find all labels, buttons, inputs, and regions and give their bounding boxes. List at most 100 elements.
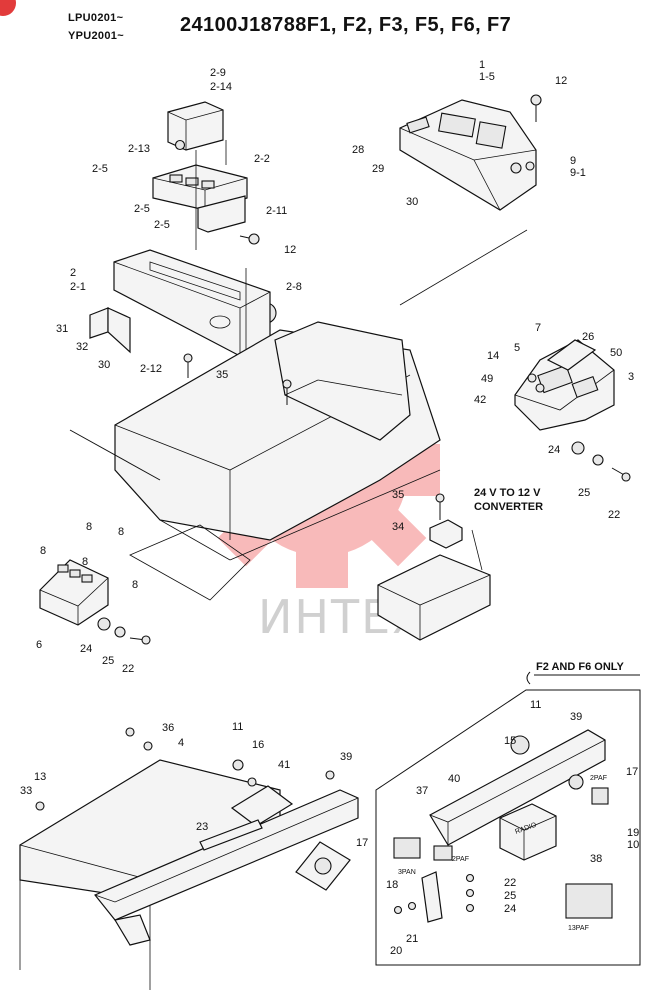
part-label: 21 [406,933,418,945]
part-label: 39 [570,711,582,723]
part-label: 1-5 [479,71,495,83]
part-label: 2-9 [210,67,226,79]
converter-note-line-1: 24 V TO 12 V [474,487,541,499]
part-bolt-35-center [282,379,292,405]
part-label: 25 [102,655,114,667]
part-label: 30 [406,196,418,208]
part-label: 3 [628,371,634,383]
part-cover-2-14 [167,101,224,151]
part-label: 41 [278,759,290,771]
part-label: 12 [555,75,567,87]
part-bezel-2-2 [152,164,248,211]
part-label: 8 [82,556,88,568]
part-label: 40 [448,773,460,785]
part-bolt-2-12 [183,353,193,378]
part-plate-17-flange [295,841,351,891]
part-label: 26 [582,331,594,343]
part-label: 6 [36,639,42,651]
part-label: 1 [479,59,485,71]
part-label: 30 [98,359,110,371]
part-label: 2-2 [254,153,270,165]
part-label: 16 [252,739,264,751]
part-label: 15 [504,735,516,747]
part-label: 2-13 [128,143,150,155]
connector-3pan: 3PAN [398,869,416,876]
part-label: 22 [504,877,516,889]
part-label: 32 [76,341,88,353]
part-bracket-18 [421,871,443,923]
part-label: 10 [627,839,639,851]
part-label: 39 [340,751,352,763]
part-label: 17 [356,837,368,849]
model-serial-range-2: YPU2001~ [68,30,124,42]
part-label: 19 [627,827,639,839]
part-label: 8 [118,526,124,538]
part-label: 14 [487,350,499,362]
part-label: 2 [70,267,76,279]
part-label: 49 [481,373,493,385]
part-bracket-17-lower [94,789,359,946]
part-console-2-1 [113,249,271,357]
part-connectors-inset [393,787,613,919]
corner-badge [0,0,16,16]
part-label: 8 [132,579,138,591]
part-label: 7 [535,322,541,334]
part-label: 38 [590,853,602,865]
part-bolt-2-11 [239,233,260,245]
part-number-title: 24100J18788F1, F2, F3, F5, F6, F7 [180,14,512,36]
part-label: 29 [372,163,384,175]
part-label: 11 [530,699,541,711]
part-converter-34 [429,493,463,549]
part-label: 37 [416,785,428,797]
part-label: 31 [56,323,68,335]
connector-2paf-a: 2PAF [590,775,607,782]
part-screw-2-13 [174,139,186,151]
part-label: 4 [178,737,184,749]
part-label: 36 [162,722,174,734]
part-label: 2-8 [286,281,302,293]
part-label: 28 [352,144,364,156]
part-label: 34 [392,521,404,533]
part-radio-bracket-40 [429,729,606,846]
part-label: 12 [284,244,296,256]
part-label: 24 [80,643,92,655]
part-cover-6 [39,559,109,626]
part-label: 35 [392,489,404,501]
connector-13paf: 13PAF [568,925,589,932]
part-washers-right [571,441,631,482]
part-label: 22 [608,509,620,521]
part-label: 2-12 [140,363,162,375]
part-label: 17 [626,766,638,778]
part-label: 13 [34,771,46,783]
inset-frame [375,671,641,966]
part-label: 24 [504,903,516,915]
part-label: 22 [122,663,134,675]
part-label: 2-5 [154,219,170,231]
converter-note-line-2: CONVERTER [474,501,543,513]
part-label: 9-1 [570,167,586,179]
part-label: 2-5 [134,203,150,215]
part-label: 9 [570,155,576,167]
part-label: 5 [514,342,520,354]
part-panel-2-5 [197,195,246,233]
part-label: 33 [20,785,32,797]
part-label: 50 [610,347,622,359]
part-label: 2-1 [70,281,86,293]
part-instrument-panel-1 [399,99,537,211]
part-label: 11 [232,721,243,733]
part-label: 2-5 [92,163,108,175]
part-label: 42 [474,394,486,406]
part-fasteners-lower [35,727,335,811]
part-bolt-12-upper [530,94,542,122]
part-bracket-31 [89,307,131,354]
part-mounting-plate [377,529,491,641]
inset-title: F2 AND F6 ONLY [536,661,624,673]
part-label: 24 [548,444,560,456]
part-radio-10 [499,803,557,861]
part-label: 25 [504,890,516,902]
part-switch-panel-3 [514,339,615,431]
part-washers-left [97,617,151,645]
